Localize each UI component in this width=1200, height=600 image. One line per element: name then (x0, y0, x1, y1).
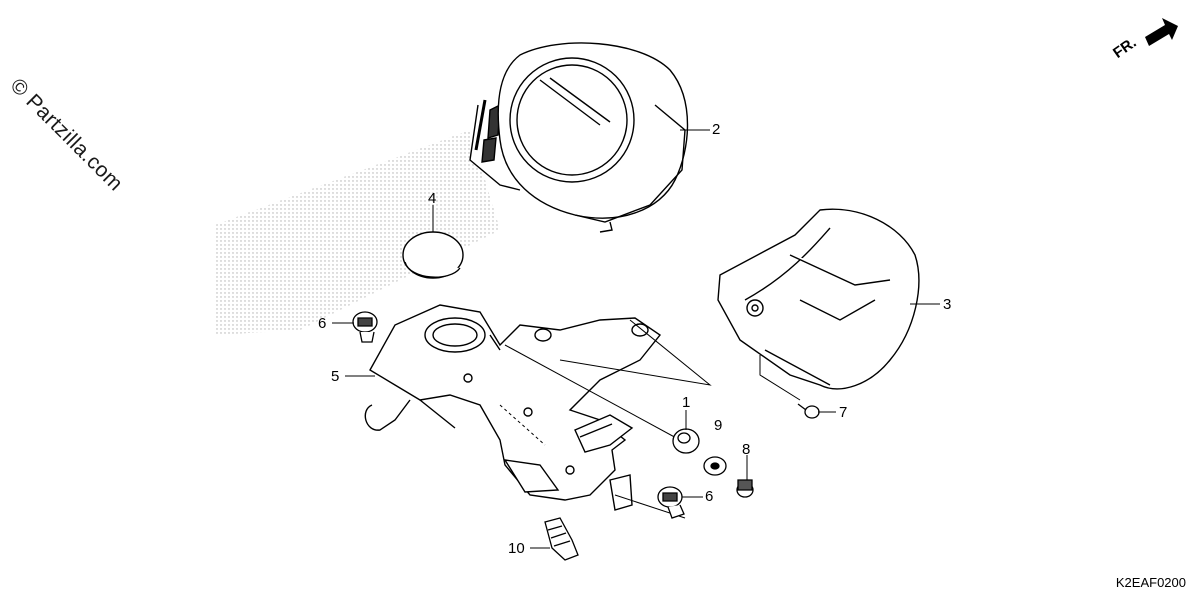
callout-9: 9 (714, 417, 723, 434)
callout-10: 10 (508, 540, 525, 557)
assembly-guide-lines (499, 319, 801, 519)
callout-5: 5 (331, 368, 340, 385)
bolt-8 (736, 479, 754, 498)
callout-6-lower: 6 (705, 488, 714, 505)
grommet (672, 428, 700, 454)
callout-2: 2 (712, 121, 721, 138)
meter-assembly (469, 42, 689, 233)
callout-3: 3 (943, 296, 952, 313)
callout-7: 7 (839, 404, 848, 421)
bolt-6-lower (657, 486, 685, 519)
cap-part (402, 231, 464, 279)
callout-4: 4 (428, 190, 437, 207)
bolt-6-upper (352, 311, 378, 343)
diagram-code: K2EAF0200 (1115, 575, 1186, 590)
meter-stay-bracket (364, 304, 662, 511)
bolt-10 (544, 517, 579, 561)
callout-1: 1 (682, 394, 691, 411)
callout-8: 8 (742, 441, 751, 458)
callout-6-upper: 6 (318, 315, 327, 332)
background-stipple (215, 130, 500, 335)
screw-7 (797, 403, 820, 419)
washer (703, 456, 727, 476)
callout-leader-lines (332, 129, 940, 549)
meter-cover (717, 208, 920, 390)
front-direction-arrow-icon (1145, 18, 1178, 46)
